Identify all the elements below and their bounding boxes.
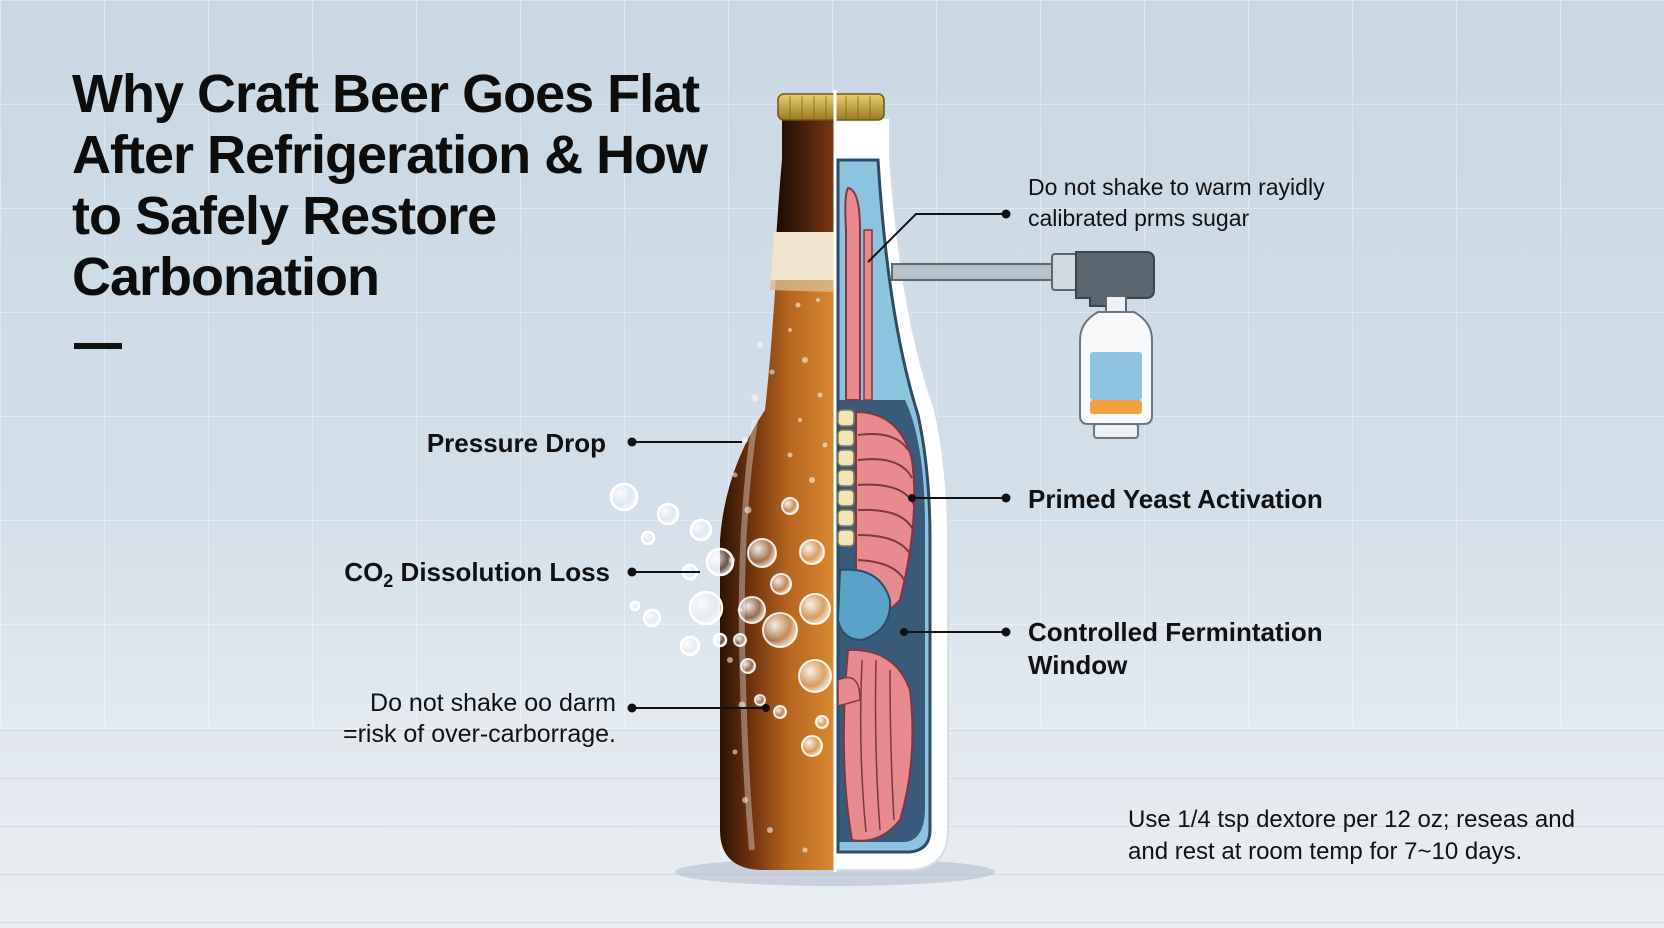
warning-right-line2: calibrated prms sugar xyxy=(1028,205,1250,231)
label-co2-dissolution-loss: CO2 Dissolution Loss xyxy=(344,557,610,592)
warning-left-line1: Do not shake oo darm xyxy=(370,689,616,717)
label-controlled-fermentation-window: Controlled Fermintation Window xyxy=(1028,616,1323,682)
page-title: Why Craft Beer Goes Flat After Refrigera… xyxy=(72,64,708,307)
label-warning-right: Do not shake to warm rayidly calibrated … xyxy=(1028,172,1325,234)
co2-bubbles-icon xyxy=(609,482,735,657)
leader-dots xyxy=(627,209,1011,713)
controlled-line2: Window xyxy=(1028,650,1128,680)
spine-segments xyxy=(837,409,855,547)
amber-bottle-half xyxy=(720,118,835,870)
beer-foam xyxy=(771,232,835,280)
beer-bubbles xyxy=(733,497,832,757)
co2-suffix: Dissolution Loss xyxy=(393,557,610,587)
instruction-line2: and rest at room temp for 7~10 days. xyxy=(1128,838,1523,865)
co2-prefix: CO xyxy=(344,557,384,587)
label-warning-left: Do not shake oo darm =risk of over-carbo… xyxy=(343,688,616,750)
label-primed-yeast-activation: Primed Yeast Activation xyxy=(1028,484,1323,514)
yeast-tube xyxy=(844,186,861,401)
sugar-dropper-icon xyxy=(891,251,1155,439)
controlled-line1: Controlled Fermintation xyxy=(1028,617,1323,647)
bottle-cap xyxy=(777,93,885,121)
bottle-neck xyxy=(776,118,835,240)
label-instructions: Use 1/4 tsp dextore per 12 oz; reseas an… xyxy=(1128,804,1575,868)
leader-lines xyxy=(632,213,1006,709)
cutaway-bottle-half xyxy=(834,117,949,871)
label-pressure-drop: Pressure Drop xyxy=(426,428,606,458)
co2-subscript: 2 xyxy=(383,571,394,592)
warning-right-line1: Do not shake to warm rayidly xyxy=(1028,174,1325,200)
instruction-line1: Use 1/4 tsp dextore per 12 oz; reseas an… xyxy=(1128,806,1575,833)
warning-left-line2: =risk of over-carborrage. xyxy=(342,720,616,748)
title-underline-dash xyxy=(74,343,122,349)
